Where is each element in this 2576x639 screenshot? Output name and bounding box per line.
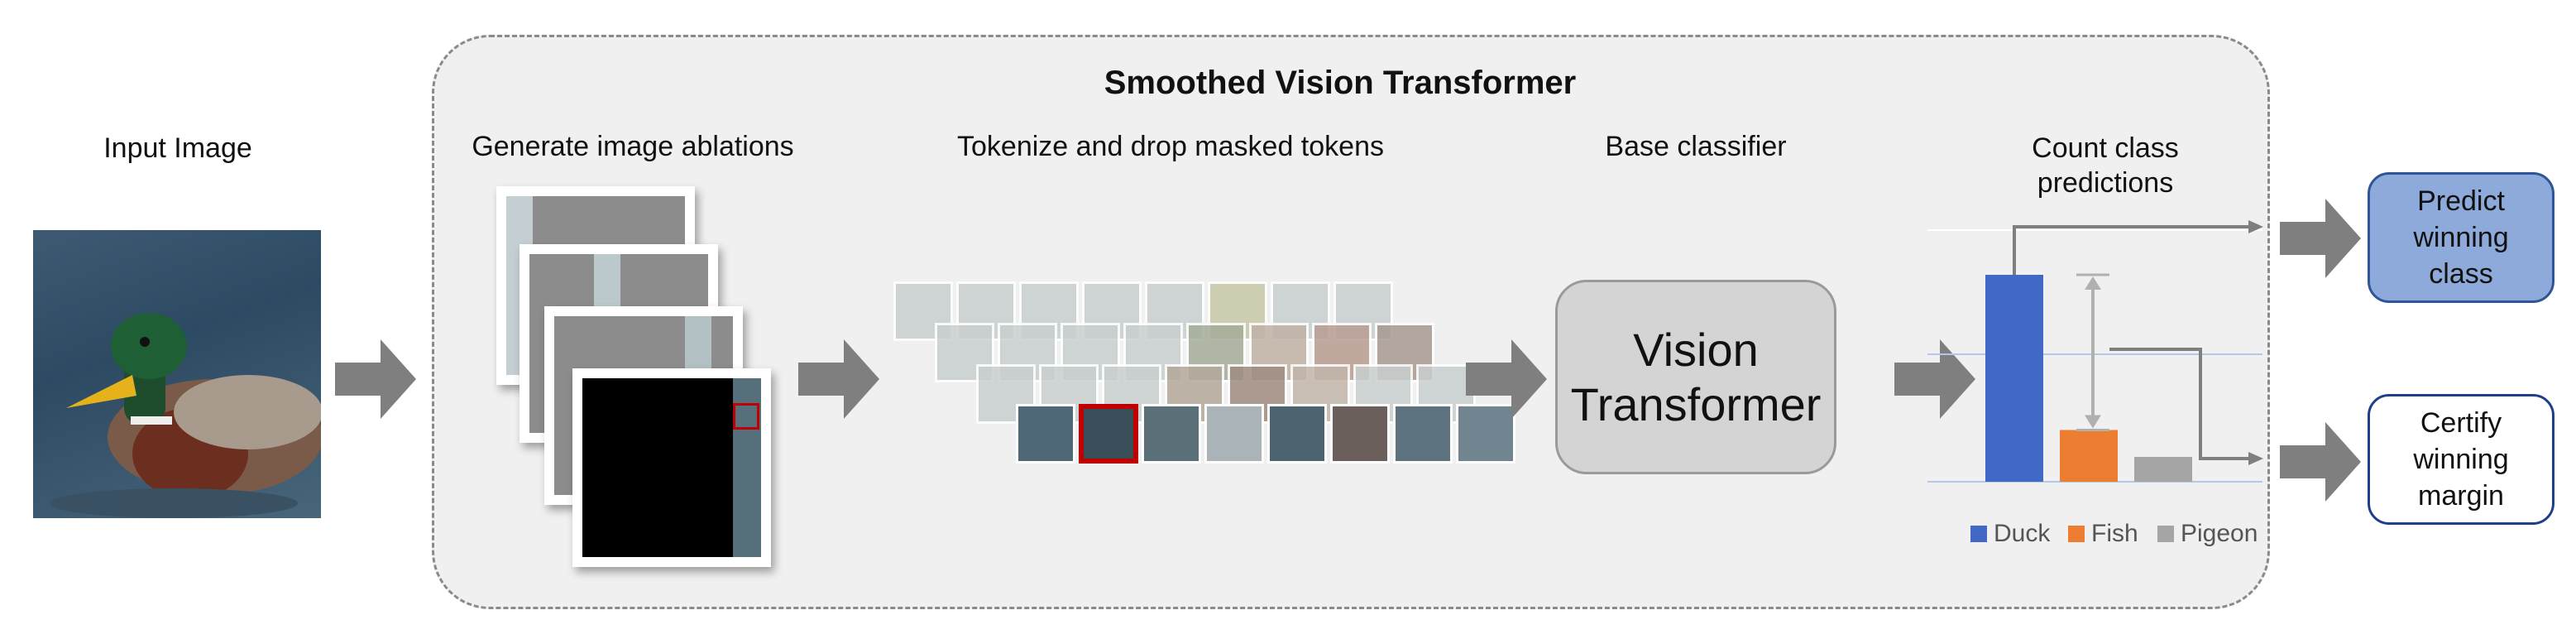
arrow-tokens-to-classifier: [1466, 339, 1547, 419]
certify-line-head: [2248, 452, 2263, 465]
legend-duck-label: Duck: [1994, 520, 2051, 547]
classifier-label: Base classifier: [1605, 131, 1787, 162]
input-duck-image: [33, 230, 321, 518]
predict-line: [2013, 225, 2258, 275]
legend-duck: Duck: [1970, 520, 2050, 548]
arrow-classifier-to-count: [1894, 339, 1975, 419]
arrow-input-to-ablations: [335, 339, 416, 419]
margin-head-bottom: [2085, 415, 2101, 429]
highlighted-token-box: [733, 403, 759, 430]
input-image-label: Input Image: [103, 132, 252, 164]
count-label: Count class predictions: [2032, 132, 2179, 199]
predict-line-head: [2248, 220, 2263, 233]
bar-pigeon: [2134, 457, 2192, 482]
highlighted-token: [1079, 404, 1138, 464]
legend-pigeon-label: Pigeon: [2181, 520, 2258, 547]
bar-duck: [1985, 275, 2043, 482]
ablation-card-4: [572, 368, 771, 567]
token-rows: [893, 281, 1515, 472]
arrow-to-predict: [2280, 199, 2361, 278]
legend-duck-swatch: [1970, 526, 1987, 542]
tokenize-label: Tokenize and drop masked tokens: [957, 131, 1384, 162]
ablation-stack: [496, 186, 778, 575]
certify-line: [2109, 348, 2258, 460]
ablations-label: Generate image ablations: [472, 131, 794, 162]
predict-winning-class-box: Predict winning class: [2368, 172, 2554, 303]
bar-fish: [2060, 430, 2118, 482]
margin-head-top: [2085, 276, 2101, 290]
class-count-chart: [1927, 220, 2263, 483]
legend-fish-swatch: [2068, 526, 2085, 542]
panel-title: Smoothed Vision Transformer: [1104, 65, 1577, 101]
vision-transformer-box: Vision Transformer: [1555, 280, 1836, 474]
certify-winning-margin-box: Certify winning margin: [2368, 394, 2554, 525]
arrow-ablations-to-tokens: [798, 339, 879, 419]
legend-fish-label: Fish: [2091, 520, 2138, 547]
legend-pigeon: Pigeon: [2157, 520, 2258, 548]
legend-fish: Fish: [2068, 520, 2138, 548]
arrow-to-certify: [2280, 422, 2361, 502]
legend-pigeon-swatch: [2157, 526, 2174, 542]
